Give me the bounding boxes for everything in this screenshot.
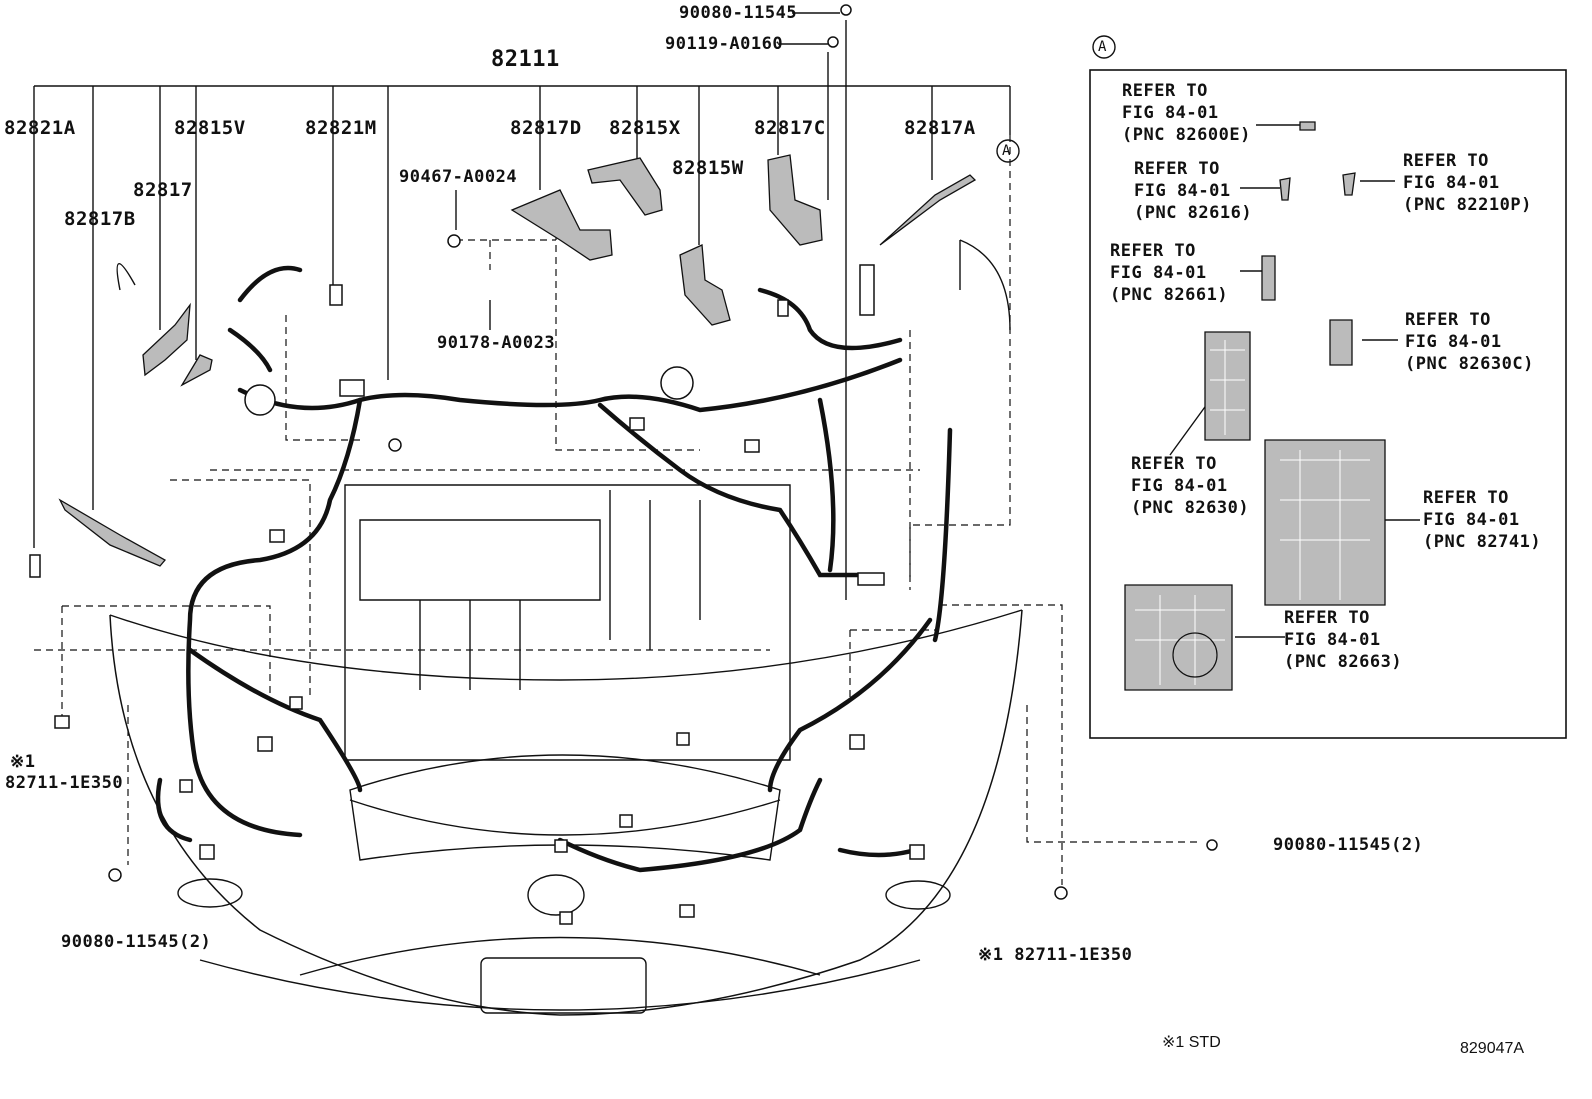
- part-label-90119: 90119-A0160: [665, 34, 784, 54]
- part-label-82711-right: ※1 82711-1E350: [978, 945, 1133, 965]
- part-label-82821A: 82821A: [4, 117, 76, 139]
- part-label-90080-right: 90080-11545(2): [1273, 835, 1424, 855]
- figure-id: 829047A: [1460, 1040, 1525, 1057]
- part-label-82817B: 82817B: [64, 208, 136, 230]
- footnote-std: ※1 STD: [1162, 1034, 1221, 1051]
- inset-marker-label: A: [1098, 39, 1107, 55]
- part-label-90178: 90178-A0023: [437, 333, 556, 353]
- part-label-82817A: 82817A: [904, 117, 976, 139]
- part-label-82817: 82817: [133, 179, 193, 201]
- part-label-90080-top: 90080-11545: [679, 3, 798, 23]
- part-label-82815V: 82815V: [174, 117, 246, 139]
- part-label-82815W: 82815W: [672, 157, 744, 179]
- part-label-82817D: 82817D: [510, 117, 582, 139]
- part-label-82711-left-mark: ※1: [10, 752, 36, 772]
- main-harness-label: 82111: [491, 47, 560, 72]
- part-label-90080-left: 90080-11545(2): [61, 932, 212, 952]
- part-label-82821M: 82821M: [305, 117, 377, 139]
- part-label-82817C: 82817C: [754, 117, 826, 139]
- part-label-90467: 90467-A0024: [399, 167, 518, 187]
- part-label-82711-left: 82711-1E350: [5, 773, 124, 793]
- harness-inset-marker: A: [1002, 143, 1011, 159]
- part-label-82815X: 82815X: [609, 117, 681, 139]
